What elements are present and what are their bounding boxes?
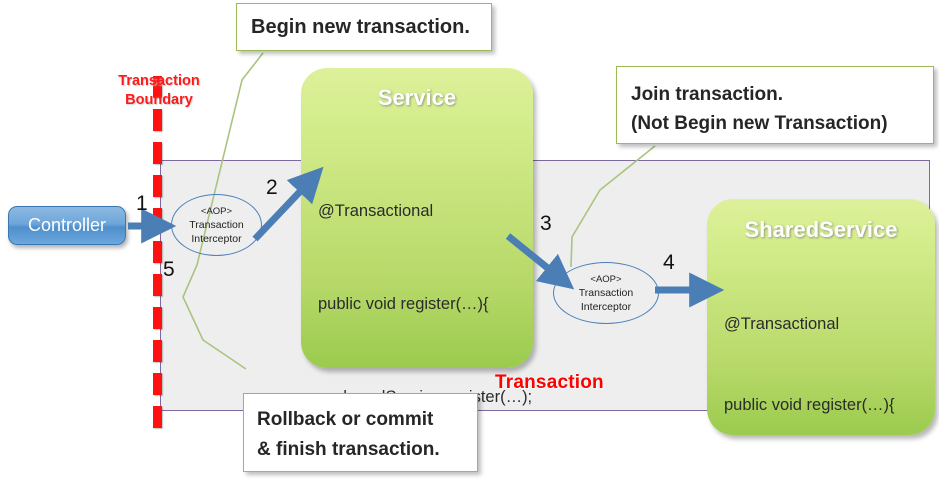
- boundary-label-line1: Transaction: [118, 73, 200, 89]
- step-number-4: 4: [663, 251, 675, 274]
- shared-service-code-line-2: public void register(…){: [724, 396, 895, 414]
- aop2-line2: Transaction: [578, 286, 634, 299]
- aop1-line2: Transaction: [189, 218, 244, 231]
- service-code-line-2: public void register(…){: [318, 295, 489, 313]
- shared-service-node[interactable]: SharedService @Transactional public void…: [707, 199, 935, 487]
- transaction-interceptor-2[interactable]: <AOP> Transaction Interceptor: [553, 262, 659, 324]
- callout-rollback-line2: & finish transaction.: [257, 439, 440, 460]
- step-number-3: 3: [540, 212, 552, 235]
- step-number-5: 5: [163, 258, 175, 281]
- transaction-boundary-dashes: [153, 76, 162, 441]
- service-code-line-4: …: [318, 475, 532, 487]
- transaction-boundary-label: Transaction Boundary: [106, 72, 212, 110]
- shared-service-code-line-1: @Transactional: [724, 315, 840, 333]
- callout-rollback-line1: Rollback or commit: [257, 409, 434, 430]
- aop2-line3: Interceptor: [580, 300, 632, 313]
- aop1-line1: <AOP>: [200, 205, 233, 217]
- callout-rollback-commit: Rollback or commit & finish transaction.: [243, 393, 478, 472]
- boundary-label-line2: Boundary: [125, 92, 193, 108]
- shared-service-code: @Transactional public void register(…){ …: [724, 257, 895, 487]
- transaction-region-label: Transaction: [495, 372, 604, 393]
- service-code-line-1: @Transactional: [318, 202, 434, 220]
- aop1-line3: Interceptor: [191, 232, 242, 245]
- step-number-2: 2: [266, 176, 278, 199]
- shared-service-code-line-3: …: [741, 477, 758, 487]
- callout-join-line1: Join transaction.: [631, 84, 784, 105]
- service-node[interactable]: Service @Transactional public void regis…: [301, 68, 533, 487]
- service-title: Service: [377, 85, 457, 110]
- shared-service-title: SharedService: [744, 217, 898, 242]
- callout-join-transaction: Join transaction. (Not Begin new Transac…: [616, 66, 934, 144]
- callout-join-line2: (Not Begin new Transaction): [631, 113, 888, 134]
- controller-label: Controller: [27, 215, 107, 235]
- controller-node[interactable]: Controller: [8, 206, 126, 245]
- transaction-interceptor-1[interactable]: <AOP> Transaction Interceptor: [171, 194, 262, 256]
- callout-begin-transaction: Begin new transaction.: [236, 3, 492, 51]
- aop2-line1: <AOP>: [590, 273, 622, 285]
- callout-begin-text: Begin new transaction.: [251, 15, 470, 38]
- step-number-1: 1: [136, 192, 148, 215]
